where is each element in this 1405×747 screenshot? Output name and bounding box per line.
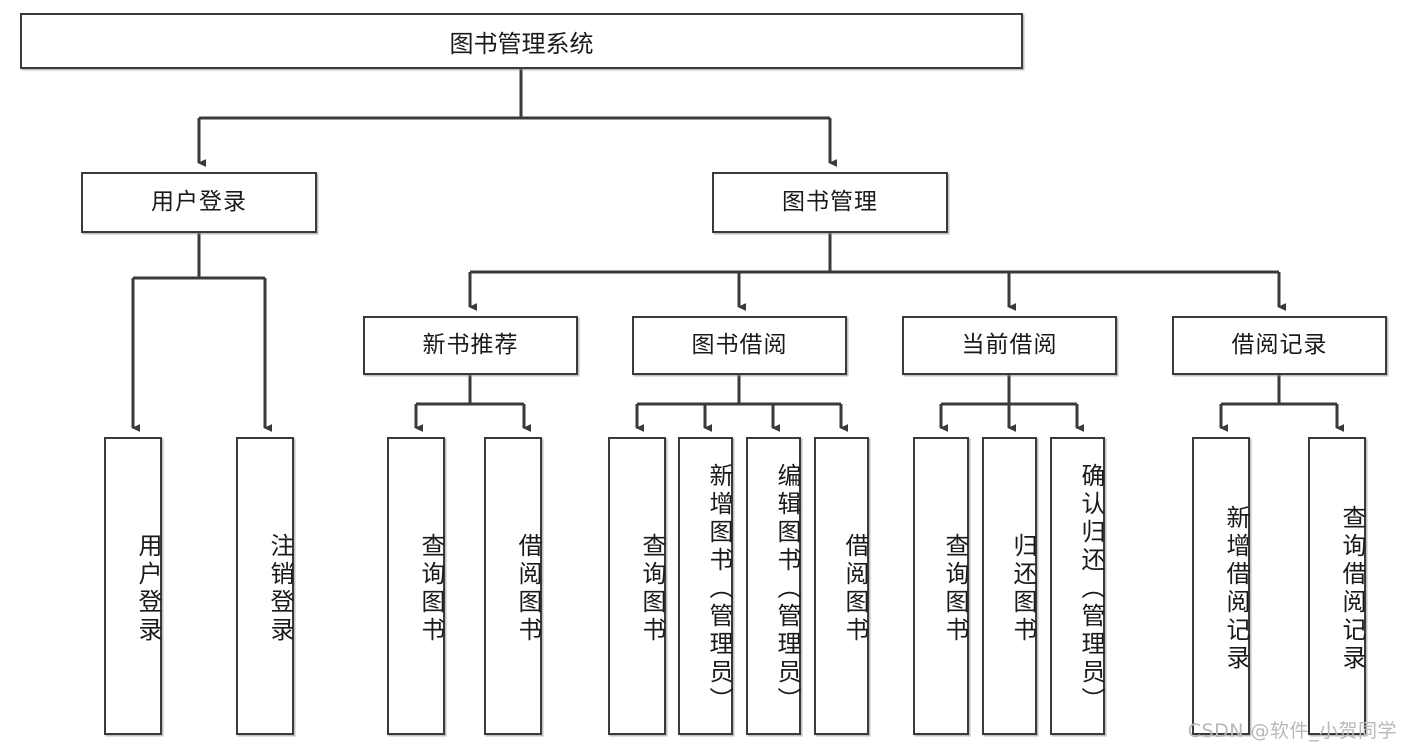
leaf-add-borrow-record[interactable]: 新增借阅记录 bbox=[1192, 437, 1250, 735]
leaf-return-book[interactable]: 归还图书 bbox=[982, 437, 1037, 735]
node-label: 借阅图书 bbox=[841, 533, 869, 645]
leaf-edit-book-admin[interactable]: 编辑图书（管理员） bbox=[746, 437, 801, 735]
node-label: 归还图书 bbox=[1009, 533, 1037, 645]
node-label: 图书借阅 bbox=[691, 331, 788, 358]
node-label: 注销登录 bbox=[266, 533, 294, 645]
csdn-watermark: CSDN @软件_小贺同学 bbox=[1187, 720, 1397, 742]
node-label: 图书管理 bbox=[782, 188, 878, 215]
leaf-confirm-return-admin[interactable]: 确认归还（管理员） bbox=[1050, 437, 1105, 735]
leaf-borrow-book-borrowing[interactable]: 借阅图书 bbox=[814, 437, 869, 735]
node-label: 借阅记录 bbox=[1231, 331, 1328, 358]
node-label: 用户登录 bbox=[151, 188, 247, 215]
node-root-book-management-system[interactable]: 图书管理系统 bbox=[20, 13, 1023, 69]
node-book-borrowing[interactable]: 图书借阅 bbox=[632, 316, 847, 375]
node-label: 查询图书 bbox=[417, 533, 445, 645]
node-user-login[interactable]: 用户登录 bbox=[81, 172, 317, 233]
leaf-query-borrow-record[interactable]: 查询借阅记录 bbox=[1308, 437, 1366, 735]
node-label: 图书管理系统 bbox=[449, 29, 594, 58]
node-label: 查询借阅记录 bbox=[1338, 505, 1366, 673]
node-label: 当前借阅 bbox=[961, 331, 1058, 358]
node-new-book-recommendation[interactable]: 新书推荐 bbox=[363, 316, 578, 375]
node-label: 编辑图书（管理员） bbox=[773, 463, 801, 715]
node-label: 查询图书 bbox=[638, 533, 666, 645]
node-book-management[interactable]: 图书管理 bbox=[712, 172, 948, 233]
node-label: 用户登录 bbox=[134, 533, 162, 645]
node-label: 查询图书 bbox=[941, 533, 969, 645]
node-label: 新增图书（管理员） bbox=[705, 463, 733, 715]
leaf-query-book-current[interactable]: 查询图书 bbox=[913, 437, 969, 735]
leaf-user-login[interactable]: 用户登录 bbox=[104, 437, 162, 735]
node-current-borrowing[interactable]: 当前借阅 bbox=[902, 316, 1117, 375]
node-label: 新增借阅记录 bbox=[1222, 505, 1250, 673]
node-label: 确认归还（管理员） bbox=[1077, 463, 1105, 715]
leaf-add-book-admin[interactable]: 新增图书（管理员） bbox=[678, 437, 733, 735]
leaf-logout-login[interactable]: 注销登录 bbox=[236, 437, 294, 735]
node-borrowing-record[interactable]: 借阅记录 bbox=[1172, 316, 1387, 375]
node-label: 借阅图书 bbox=[514, 533, 542, 645]
leaf-query-book-newbook[interactable]: 查询图书 bbox=[387, 437, 445, 735]
leaf-query-book-borrowing[interactable]: 查询图书 bbox=[608, 437, 666, 735]
node-label: 新书推荐 bbox=[422, 331, 519, 358]
leaf-borrow-book-newbook[interactable]: 借阅图书 bbox=[484, 437, 542, 735]
